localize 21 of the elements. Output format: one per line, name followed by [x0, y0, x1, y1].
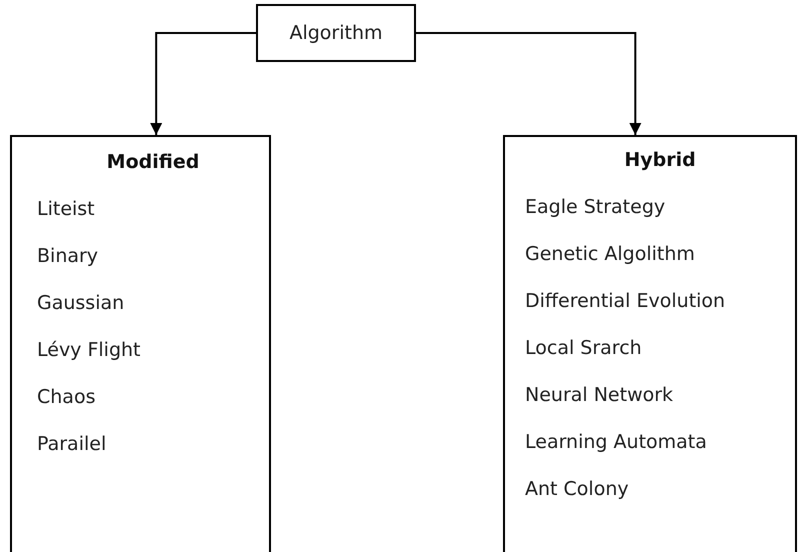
connector-arrow: [150, 32, 256, 135]
category-box: [503, 135, 797, 552]
list-item: Genetic Algolithm: [525, 242, 695, 267]
list-item: Ant Colony: [525, 477, 629, 502]
list-item: Gaussian: [37, 291, 124, 316]
list-item: Differential Evolution: [525, 289, 726, 314]
box-title: Algorithm: [289, 22, 383, 44]
category-heading: Modified: [106, 150, 200, 175]
list-item: Liteist: [37, 197, 95, 222]
list-item: Parailel: [37, 432, 106, 457]
list-item: Chaos: [37, 385, 96, 410]
list-item: Eagle Strategy: [525, 195, 666, 220]
list-item: Neural Network: [525, 383, 674, 408]
list-item: Binary: [37, 244, 98, 269]
category-box: [10, 135, 271, 552]
list-item: Learning Automata: [525, 430, 707, 455]
category-heading: Hybrid: [624, 148, 696, 173]
list-item: Local Srarch: [525, 336, 642, 361]
root-box: [256, 4, 416, 62]
connector-arrow: [416, 32, 642, 135]
list-item: Lévy Flight: [37, 338, 141, 363]
